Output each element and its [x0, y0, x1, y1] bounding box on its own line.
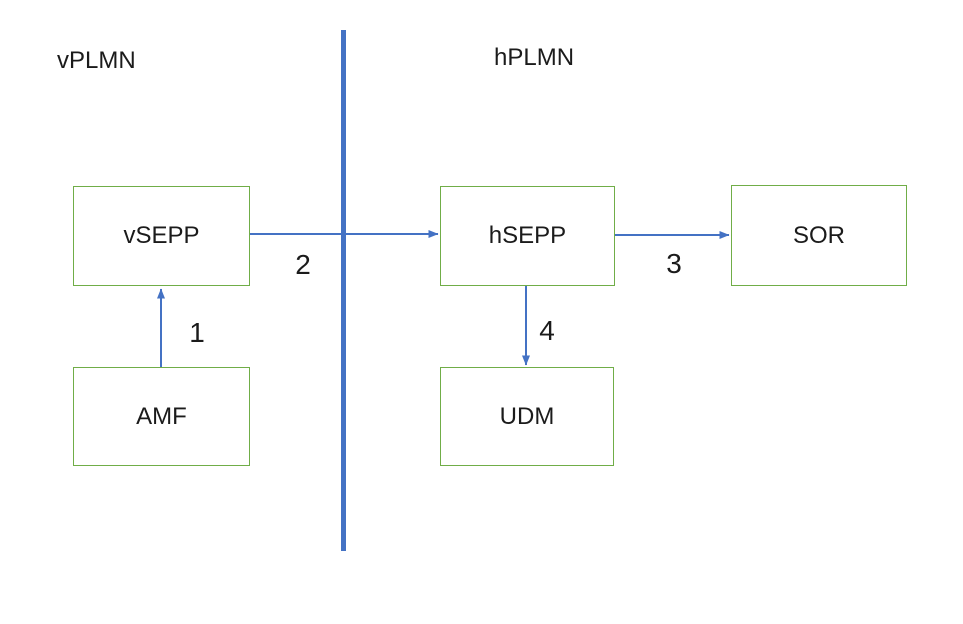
node-udm-label: UDM [499, 402, 555, 430]
node-sor: SOR [731, 185, 907, 286]
node-vsepp-label: vSEPP [123, 222, 200, 249]
edge-label-1: 1 [189, 317, 205, 348]
node-hsepp-label: hSEPP [488, 222, 567, 249]
node-udm: UDM [440, 367, 614, 466]
node-sor-label: SOR [792, 221, 845, 249]
edge-label-4: 4 [539, 315, 555, 346]
region-label-hplmn: hPLMN [494, 44, 575, 71]
edge-label-3: 3 [666, 248, 682, 279]
region-label-vplmn: vPLMN [57, 47, 136, 74]
node-amf: AMF [73, 367, 250, 466]
edge-label-2: 2 [295, 249, 311, 280]
plmn-boundary-line [341, 30, 346, 551]
node-hsepp: hSEPP [440, 186, 615, 286]
node-amf-label: AMF [136, 402, 187, 430]
node-vsepp: vSEPP [73, 186, 250, 286]
